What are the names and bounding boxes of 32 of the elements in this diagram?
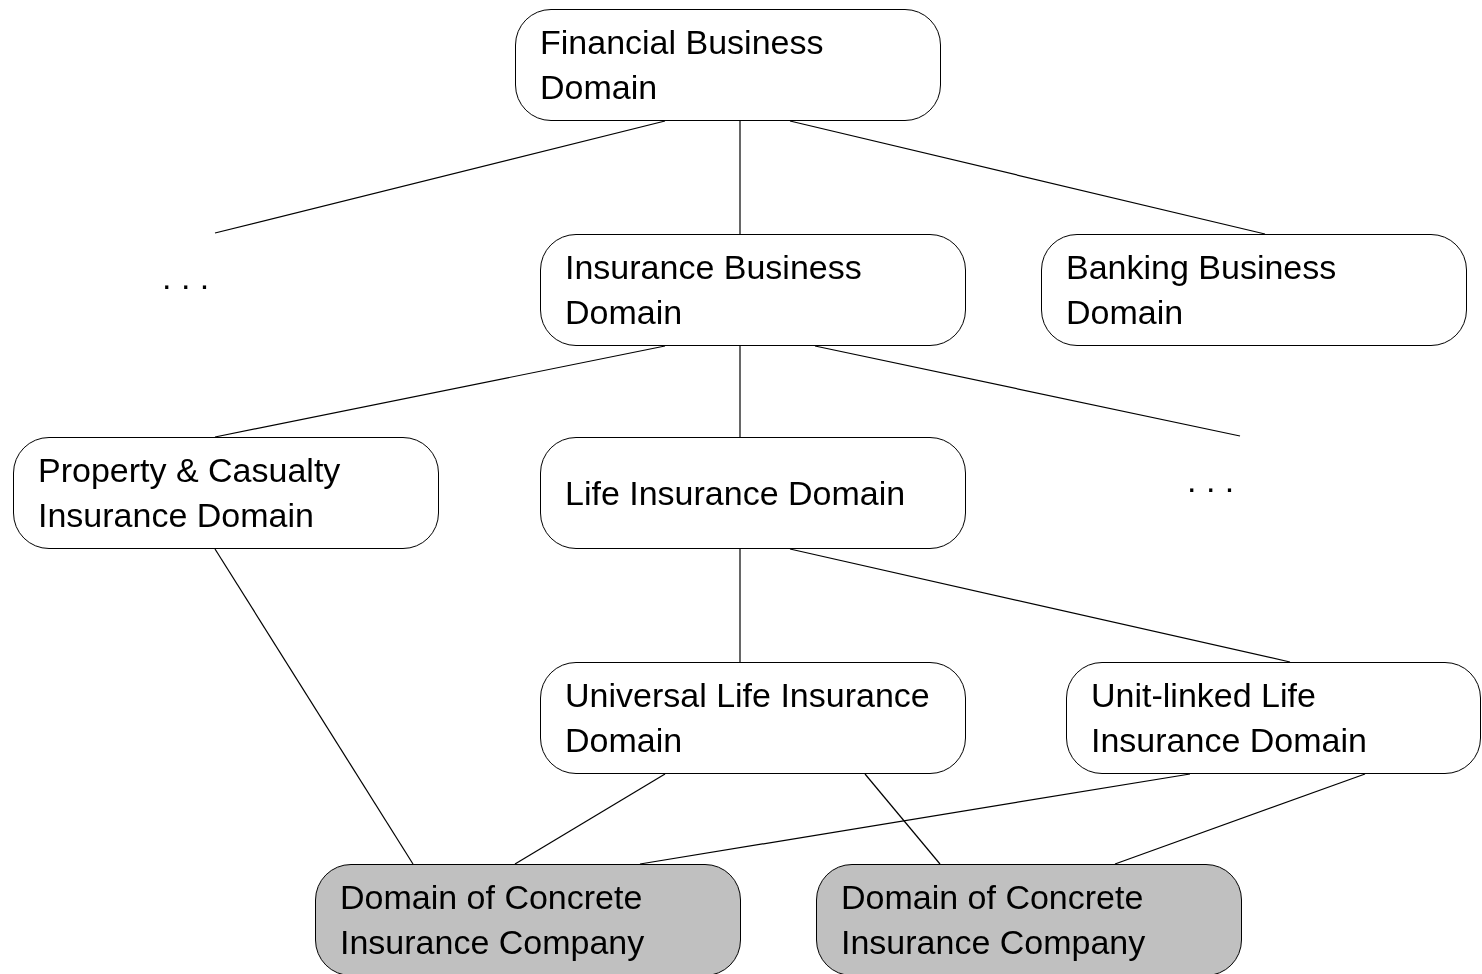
domain-label: Universal Life Insurance Domain	[565, 675, 931, 761]
connector-line	[214, 345, 666, 438]
domain-box	[816, 864, 1242, 974]
connector-line	[214, 548, 414, 865]
connector-line	[814, 345, 1241, 437]
ellipsis-text: . . .	[162, 257, 210, 298]
domain-label: Banking Business Domain	[1066, 247, 1338, 333]
domain-box	[13, 437, 439, 549]
connector-line	[789, 548, 1291, 663]
domain-box	[1066, 662, 1481, 774]
domain-box	[315, 864, 741, 974]
domain-box	[540, 437, 966, 549]
connector-line	[739, 120, 741, 235]
domain-label: Unit-linked Life Insurance Domain	[1091, 675, 1368, 761]
connector-line	[514, 773, 666, 865]
domain-label: Insurance Business Domain	[565, 247, 863, 333]
ellipsis-text: . . .	[1187, 460, 1235, 501]
domain-label: Life Insurance Domain	[565, 472, 906, 514]
domain-box	[540, 662, 966, 774]
domain-box	[540, 234, 966, 346]
domain-label: Financial Business Domain	[540, 22, 825, 108]
domain-label: Domain of Concrete Insurance Company	[841, 877, 1147, 963]
connector-line	[864, 773, 941, 865]
connector-line	[214, 120, 666, 234]
domain-label: Property & Casualty Insurance Domain	[38, 450, 342, 536]
domain-box	[1041, 234, 1467, 346]
domain-box	[515, 9, 941, 121]
connector-line	[1114, 773, 1366, 865]
connector-line	[739, 548, 741, 663]
connector-line	[739, 345, 741, 438]
domain-label: Domain of Concrete Insurance Company	[340, 877, 646, 963]
connector-line	[789, 120, 1266, 235]
